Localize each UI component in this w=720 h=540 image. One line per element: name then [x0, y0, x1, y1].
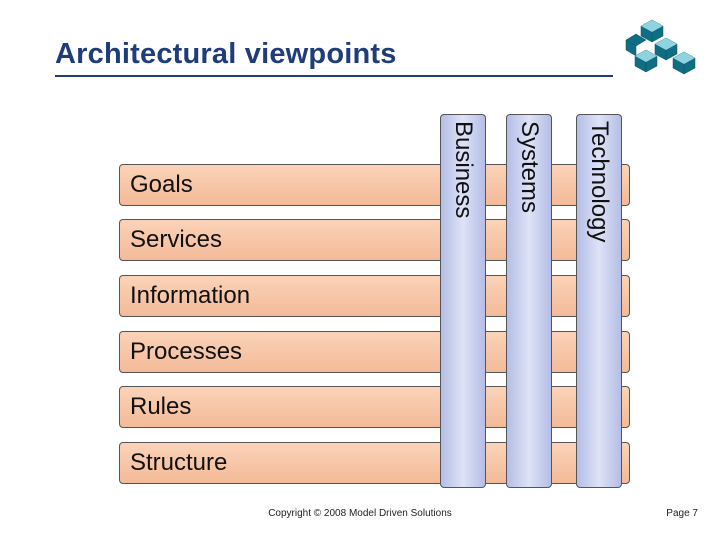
row-structure: Structure [119, 442, 630, 484]
row-label: Goals [130, 171, 193, 198]
row-label: Services [130, 226, 223, 253]
row-services: Services [119, 219, 630, 261]
column-label: Systems [516, 121, 543, 214]
column-technology: Technology [576, 114, 622, 488]
column-business: Business [440, 114, 486, 488]
footer-copyright: Copyright © 2008 Model Driven Solutions [268, 508, 452, 519]
page-title: Architectural viewpoints [55, 38, 397, 70]
column-label: Business [450, 121, 477, 219]
row-label: Structure [130, 449, 228, 476]
row-label: Rules [130, 393, 192, 420]
page-number: Page 7 [666, 508, 698, 519]
column-systems: Systems [506, 114, 552, 488]
row-label: Processes [130, 338, 243, 365]
row-label: Information [130, 282, 251, 309]
row-processes: Processes [119, 331, 630, 373]
title-underline [55, 75, 613, 77]
row-information: Information [119, 275, 630, 317]
cube-cluster-logo-icon [625, 19, 696, 75]
row-rules: Rules [119, 386, 630, 428]
row-goals: Goals [119, 164, 630, 206]
column-label: Technology [586, 121, 613, 243]
